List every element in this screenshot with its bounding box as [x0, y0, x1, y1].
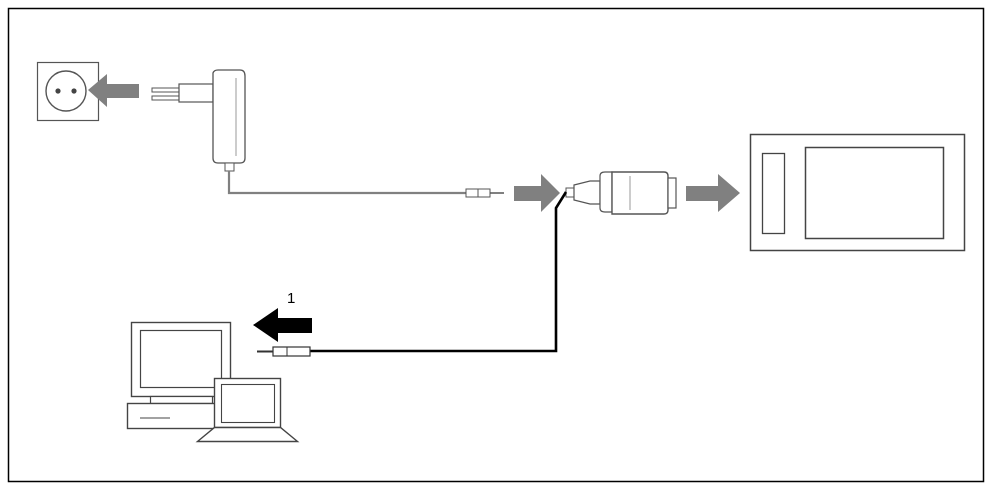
plug-in-computer-arrow [253, 308, 312, 342]
handheld-device-icon [749, 133, 966, 252]
sync-connector-icon [565, 171, 677, 215]
connect-device-arrow [686, 174, 740, 212]
laptop-icon [195, 377, 300, 443]
callout-label: 1 [287, 290, 295, 307]
usb-cable [310, 191, 568, 353]
plug-in-socket-arrow [88, 74, 139, 107]
wall-socket-icon [36, 61, 100, 122]
desktop-computer-icon [126, 321, 234, 430]
cable-plug-icon [257, 346, 311, 357]
plug-in-connector-arrow [514, 174, 560, 212]
adapter-cable [227, 171, 466, 195]
power-adapter-icon [151, 69, 246, 172]
barrel-plug-icon [465, 188, 504, 198]
